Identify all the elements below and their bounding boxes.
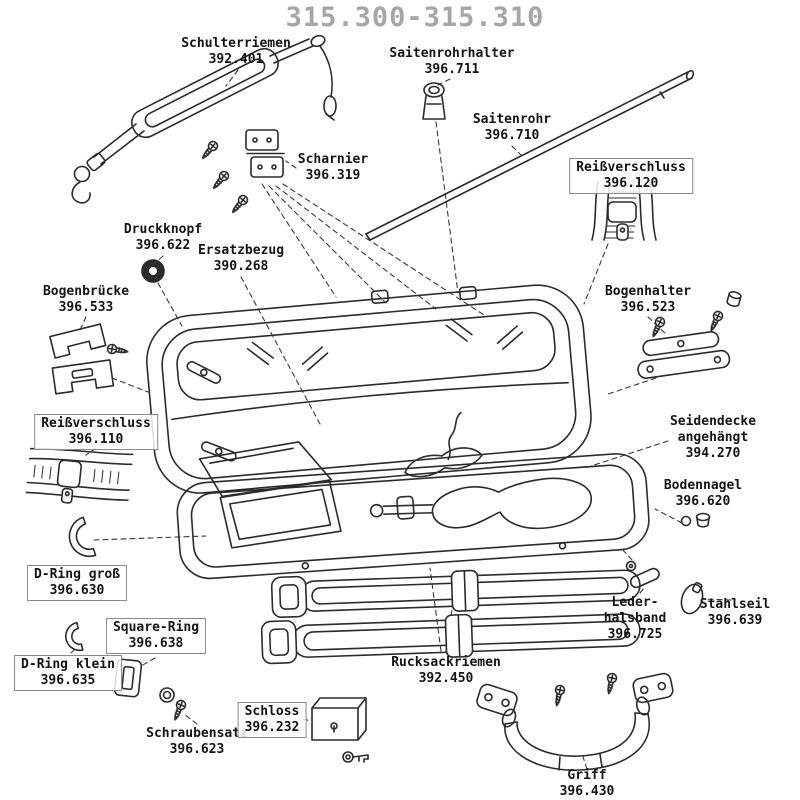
screw-set-drawing (159, 687, 188, 723)
d-ring-small-drawing (65, 621, 84, 652)
lock-drawing (311, 697, 369, 763)
floor-pin-drawing (680, 512, 711, 528)
case-lid-drawing (146, 284, 592, 494)
label-schloss: Schloss 396.232 (237, 702, 307, 738)
shoulder-strap-drawing (71, 34, 337, 204)
hinge-drawing (198, 129, 285, 216)
label-schulterriemen: Schulterriemen 392.401 (181, 36, 291, 67)
tube-holder-drawing (422, 82, 446, 120)
string-tube-drawing (365, 69, 695, 241)
d-ring-large-drawing (68, 516, 97, 558)
label-leder-halsband: Leder- halsband 396.725 (603, 595, 667, 642)
label-ersatzbezug: Ersatzbezug 390.268 (197, 243, 285, 274)
label-bodennagel: Bodennagel 396.620 (663, 478, 743, 509)
label-d-ring-klein: D-Ring klein 396.635 (14, 655, 122, 691)
bow-holder-drawing (637, 291, 742, 379)
label-scharnier: Scharnier 396.319 (297, 152, 369, 183)
label-bogenhalter: Bogenhalter 396.523 (604, 284, 692, 315)
steel-cable-drawing (680, 581, 704, 615)
label-seidendecke: Seidendecke angehängt 394.270 (669, 414, 757, 461)
label-stahlseil: Stahlseil 396.639 (699, 597, 771, 628)
label-d-ring-gross: D-Ring groß 396.630 (26, 565, 128, 601)
label-rucksackriemen: Rucksackriemen 392.450 (391, 655, 501, 686)
zipper-left-drawing (25, 447, 134, 504)
label-griff: Griff 396.430 (559, 768, 615, 799)
label-square-ring: Square-Ring 396.638 (105, 618, 207, 654)
label-saitenrohrhalter: Saitenrohrhalter 396.711 (389, 46, 515, 77)
leather-neck-strap-drawing (625, 560, 660, 589)
label-bogenbruecke: Bogenbrücke 396.533 (42, 284, 130, 315)
label-reissverschluss-110: Reißverschluss 396.110 (34, 414, 158, 450)
bow-bridge-drawing (49, 323, 130, 395)
label-schraubensatz: Schraubensatz 396.623 (146, 726, 248, 757)
label-reissverschluss-120: Reißverschluss 396.120 (569, 158, 693, 194)
case-bottom-drawing (176, 411, 650, 580)
backpack-straps-drawing (260, 569, 641, 665)
label-druckknopf: Druckknopf 396.622 (123, 222, 203, 253)
handle-drawing (476, 671, 674, 771)
snap-button-drawing (141, 259, 165, 283)
label-saitenrohr: Saitenrohr 396.710 (472, 112, 552, 143)
page-title: 315.300-315.310 (285, 2, 545, 33)
